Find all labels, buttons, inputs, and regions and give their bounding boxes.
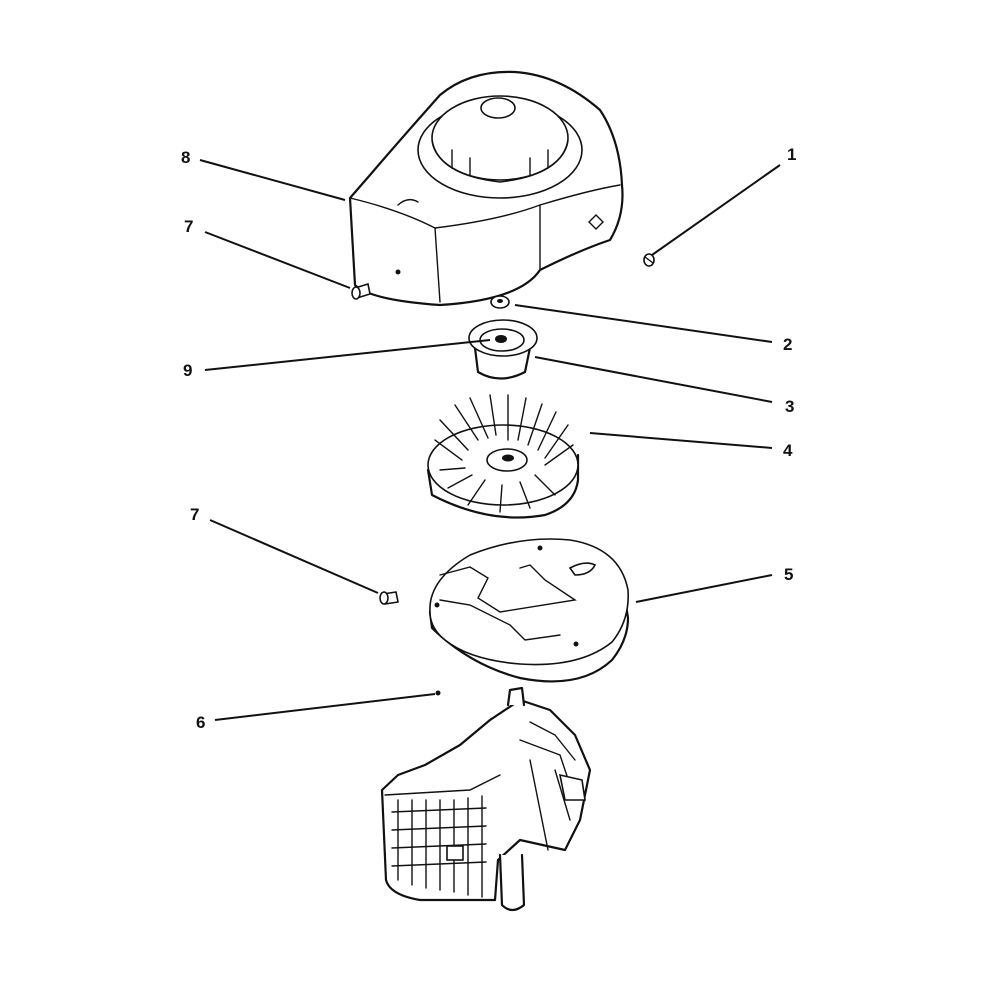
callout-label-8: 8	[181, 148, 190, 167]
leader-5	[635, 574, 773, 603]
part-screw-7-upper	[351, 282, 371, 300]
callout-label-4: 4	[783, 441, 793, 460]
callout-label-9: 9	[183, 361, 192, 380]
part-starter-cup	[468, 319, 538, 380]
callout-label-7-lower: 7	[190, 505, 199, 524]
part-flywheel	[426, 394, 580, 519]
leader-7-upper	[204, 231, 351, 289]
leader-7-lower	[209, 519, 379, 594]
leader-6	[214, 693, 436, 721]
part-backplate	[428, 538, 630, 683]
leader-3	[534, 356, 773, 403]
part-engine-block	[380, 686, 592, 912]
callout-label-6: 6	[196, 713, 205, 732]
callout-label-7-upper: 7	[184, 217, 193, 236]
leader-9	[204, 339, 491, 371]
callout-label-1: 1	[787, 145, 796, 164]
leader-1	[651, 164, 781, 256]
part-nut	[490, 295, 510, 309]
callout-labels: 1 2 3 4 5 6 7 7 8 9	[181, 145, 796, 732]
callout-label-2: 2	[783, 335, 792, 354]
part-screw-7-lower	[379, 591, 399, 605]
leader-8	[199, 159, 346, 201]
callout-label-3: 3	[785, 397, 794, 416]
part-screw-1	[643, 253, 655, 267]
leader-4	[589, 432, 773, 449]
leader-lines	[199, 159, 781, 721]
leader-2	[514, 304, 773, 343]
callout-label-5: 5	[784, 565, 793, 584]
part-blower-housing	[348, 70, 624, 307]
